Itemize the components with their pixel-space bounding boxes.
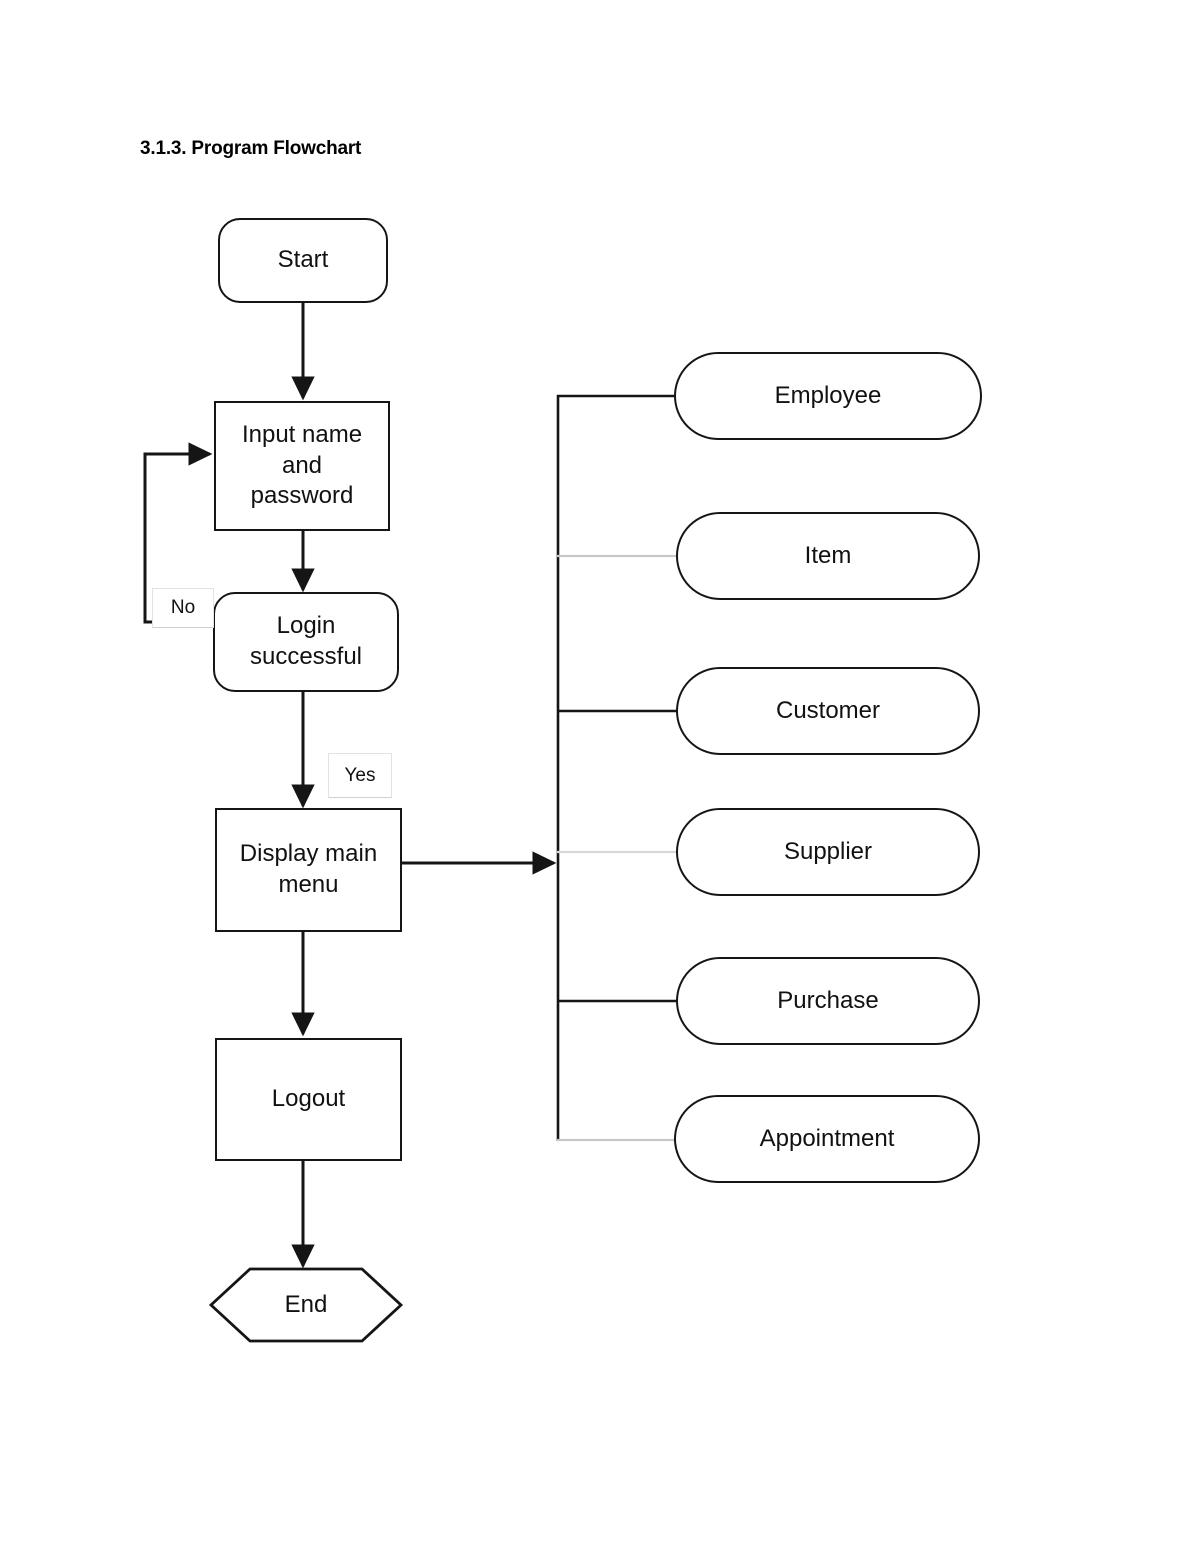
menu-option-customer[interactable]: Customer <box>676 667 980 755</box>
node-login-successful-label: Login successful <box>249 612 363 670</box>
menu-option-employee[interactable]: Employee <box>674 352 982 440</box>
menu-option-appointment-label: Appointment <box>759 1124 895 1152</box>
page-title: 3.1.3. Program Flowchart <box>140 138 362 159</box>
edge-label-no: No <box>152 588 214 628</box>
hexagon-shape <box>208 1267 404 1343</box>
node-start-label: Start <box>277 246 329 274</box>
node-start[interactable]: Start <box>218 218 388 303</box>
node-input-credentials[interactable]: Input name and password <box>214 401 390 531</box>
node-logout[interactable]: Logout <box>215 1038 402 1161</box>
menu-option-item-label: Item <box>804 541 852 569</box>
node-end[interactable]: End <box>208 1266 404 1344</box>
edge-label-yes: Yes <box>328 753 392 798</box>
menu-option-item[interactable]: Item <box>676 512 980 600</box>
menu-option-employee-label: Employee <box>774 381 882 409</box>
node-login-successful[interactable]: Login successful <box>213 592 399 692</box>
menu-option-appointment[interactable]: Appointment <box>674 1095 980 1183</box>
menu-option-customer-label: Customer <box>775 696 881 724</box>
node-display-main-menu[interactable]: Display main menu <box>215 808 402 932</box>
node-logout-label: Logout <box>271 1085 346 1113</box>
edge-label-no-text: No <box>170 597 196 618</box>
menu-option-supplier-label: Supplier <box>783 837 873 865</box>
menu-option-purchase[interactable]: Purchase <box>676 957 980 1045</box>
node-end-label: End <box>284 1291 328 1318</box>
node-display-main-menu-label: Display main menu <box>239 840 378 898</box>
menu-option-supplier[interactable]: Supplier <box>676 808 980 896</box>
menu-option-purchase-label: Purchase <box>777 986 879 1014</box>
edge-label-yes-text: Yes <box>344 764 376 786</box>
node-input-credentials-label: Input name and password <box>241 420 363 510</box>
